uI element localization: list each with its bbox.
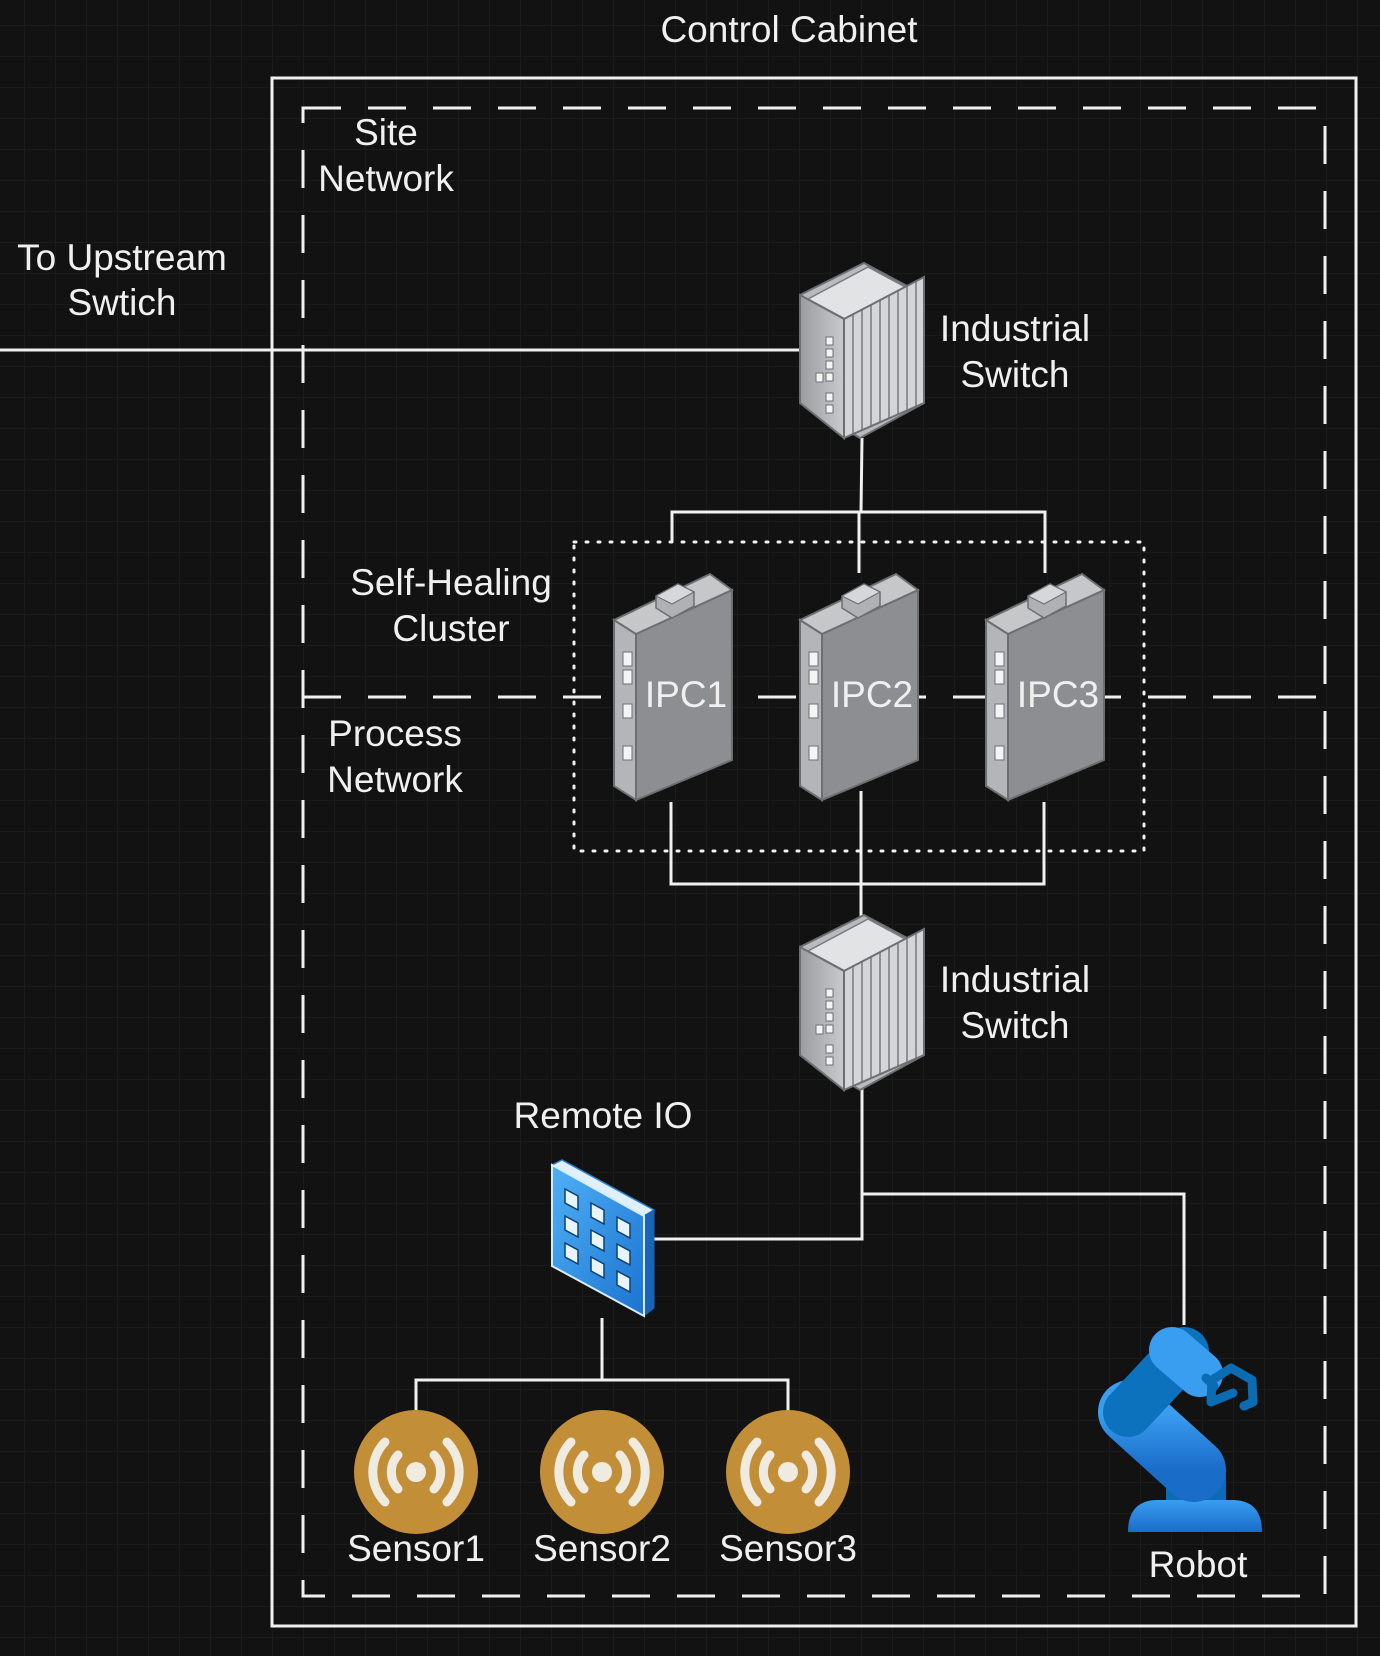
switch-top-label-line2: Switch: [961, 354, 1070, 395]
ipcs-to-bottom-switch: [669, 791, 1046, 916]
upstream-label-line2: Swtich: [68, 282, 177, 323]
site-network-label-line1: Site: [354, 112, 418, 153]
connections: [0, 348, 1186, 1416]
sensor1-icon: [354, 1410, 478, 1534]
remote-io-to-sensors: [414, 1318, 790, 1416]
switch-to-remote-io: [654, 1088, 864, 1241]
site-network-border: [301, 106, 1327, 1598]
top-switch-to-ipcs: [670, 437, 1047, 573]
switch-to-robot: [862, 1192, 1186, 1325]
cluster-border: [572, 540, 1146, 853]
robot-label: Robot: [1149, 1544, 1248, 1585]
ipc1-label: IPC1: [645, 674, 727, 715]
ipc3-label: IPC3: [1017, 674, 1099, 715]
sensor2-icon: [540, 1410, 664, 1534]
sensor3-icon: [726, 1410, 850, 1534]
cluster-label-line1: Self-Healing: [350, 562, 552, 603]
industrial-switch-bottom-icon: [799, 914, 925, 1091]
cluster-label-line2: Cluster: [392, 608, 509, 649]
industrial-switch-top-icon: [799, 262, 925, 439]
upstream-label-line1: To Upstream: [17, 237, 227, 278]
switch-bottom-label-line1: Industrial: [940, 959, 1090, 1000]
process-network-label-line2: Network: [327, 759, 463, 800]
process-network-label-line1: Process: [328, 713, 462, 754]
switch-top-label-line1: Industrial: [940, 308, 1090, 349]
remote-io-label: Remote IO: [514, 1095, 693, 1136]
robot-arm-icon: [1098, 1327, 1262, 1532]
sensor2-label: Sensor2: [533, 1528, 671, 1569]
site-network-label-line2: Network: [318, 158, 454, 199]
remote-io-icon: [550, 1159, 656, 1318]
sensor3-label: Sensor3: [719, 1528, 857, 1569]
switch-bottom-label-line2: Switch: [961, 1005, 1070, 1046]
sensor1-label: Sensor1: [347, 1528, 485, 1569]
cabinet-label: Control Cabinet: [660, 9, 918, 50]
control-cabinet-border: [270, 76, 1358, 1628]
ipc2-label: IPC2: [831, 674, 913, 715]
